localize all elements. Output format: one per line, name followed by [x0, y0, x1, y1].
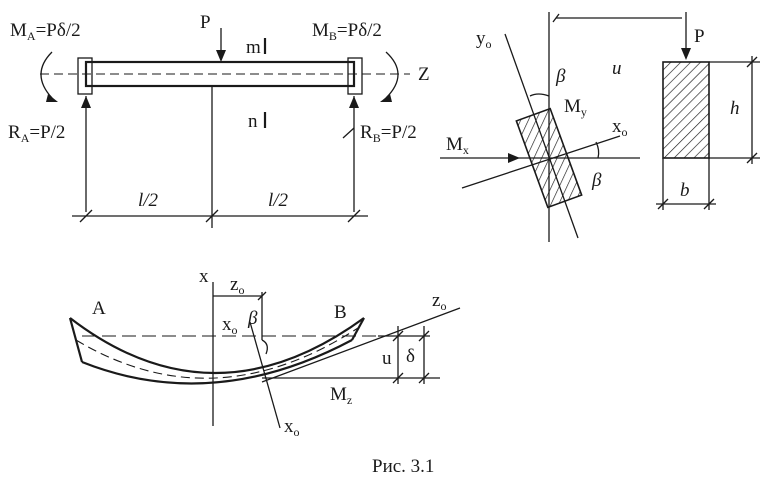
label-zo-right: zo	[432, 290, 446, 313]
label-section-p: P	[694, 26, 705, 47]
label-section-m: m	[246, 37, 261, 58]
reaction-b-arrowhead	[349, 96, 359, 108]
label-deflection-u: u	[382, 348, 392, 369]
deflected-zo-axis	[261, 307, 461, 383]
moment-a-arrowhead	[46, 94, 58, 102]
label-span-left: l/2	[138, 190, 159, 211]
deflected-beam-diagram: x zo A B zo xo β u δ Mz xo	[68, 266, 461, 439]
h-tick-bottom	[746, 152, 758, 164]
label-deflected-beta: β	[247, 308, 258, 329]
label-width-b: b	[680, 180, 690, 201]
label-offset-u: u	[612, 58, 622, 79]
reaction-b-tick	[342, 127, 355, 139]
u-tick-left	[552, 13, 560, 23]
load-p-arrowhead	[216, 50, 226, 62]
beam-diagram: MA=Pδ/2 MB=Pδ/2 P m n Z RA=P/2 RB=P/2 l/…	[8, 12, 430, 228]
label-height-h: h	[730, 98, 740, 119]
cross-section-diagram: yo β u My xo Mx β P h b	[440, 12, 760, 242]
beta-arc-bottom	[595, 141, 600, 159]
beta-arc-top	[529, 93, 550, 97]
beam-end-plate-a	[77, 57, 93, 95]
b-tick-right	[703, 198, 715, 210]
label-reaction-b: RB=P/2	[360, 122, 417, 145]
u-tick-bottom	[392, 372, 404, 384]
mx-arrowhead	[508, 153, 520, 163]
deflected-xo-axis	[249, 321, 281, 429]
label-deflected-x: x	[199, 266, 209, 287]
label-moment-b: MB=Pδ/2	[312, 20, 382, 43]
figure-caption: Рис. 3.1	[372, 456, 434, 477]
beam-curve-center	[75, 327, 359, 379]
beam-curve-bottom	[81, 339, 353, 385]
dim-tick-right	[347, 209, 361, 223]
section-p-arrowhead	[681, 48, 691, 60]
label-deflected-xo: xo	[222, 314, 238, 337]
moment-b-arrowhead	[380, 94, 392, 102]
label-point-b: B	[334, 302, 347, 323]
delta-tick-top	[418, 330, 430, 342]
deflected-beta-arc	[261, 339, 268, 355]
label-load-p: P	[200, 12, 211, 33]
label-span-right: l/2	[268, 190, 289, 211]
label-deflected-xo-bottom: xo	[284, 416, 300, 439]
b-tick-left	[657, 198, 669, 210]
label-zo-top: zo	[230, 274, 244, 297]
section-upright-rect	[662, 61, 710, 159]
reaction-a-arrowhead	[81, 96, 91, 108]
section-rotated-rect	[515, 107, 583, 209]
beam-curve-top	[69, 317, 365, 374]
moment-a-arc	[40, 51, 53, 99]
u-tick-top	[392, 330, 404, 342]
label-deflection-delta: δ	[406, 346, 415, 367]
beam-end-b	[351, 317, 365, 341]
h-tick-top	[746, 56, 758, 68]
label-reaction-a: RA=P/2	[8, 122, 65, 145]
dim-tick-left	[79, 209, 93, 223]
moment-b-arc	[385, 51, 399, 99]
label-moment-mx: Mx	[446, 134, 469, 157]
label-section-n: n	[248, 111, 258, 132]
label-point-a: A	[92, 298, 106, 319]
label-axis-yo: yo	[476, 28, 492, 51]
label-axis-z: Z	[418, 64, 430, 85]
label-beta-bottom: β	[591, 170, 602, 191]
beam-end-plate-b	[347, 57, 363, 95]
label-moment-a: MA=Pδ/2	[10, 20, 81, 43]
beam-end-a	[68, 317, 84, 363]
dim-tick-center	[205, 209, 219, 223]
label-beta-top: β	[555, 66, 566, 87]
delta-tick-bottom	[418, 372, 430, 384]
label-moment-my: My	[564, 96, 587, 119]
label-moment-mz: Mz	[330, 384, 352, 407]
label-axis-xo: xo	[612, 116, 628, 139]
